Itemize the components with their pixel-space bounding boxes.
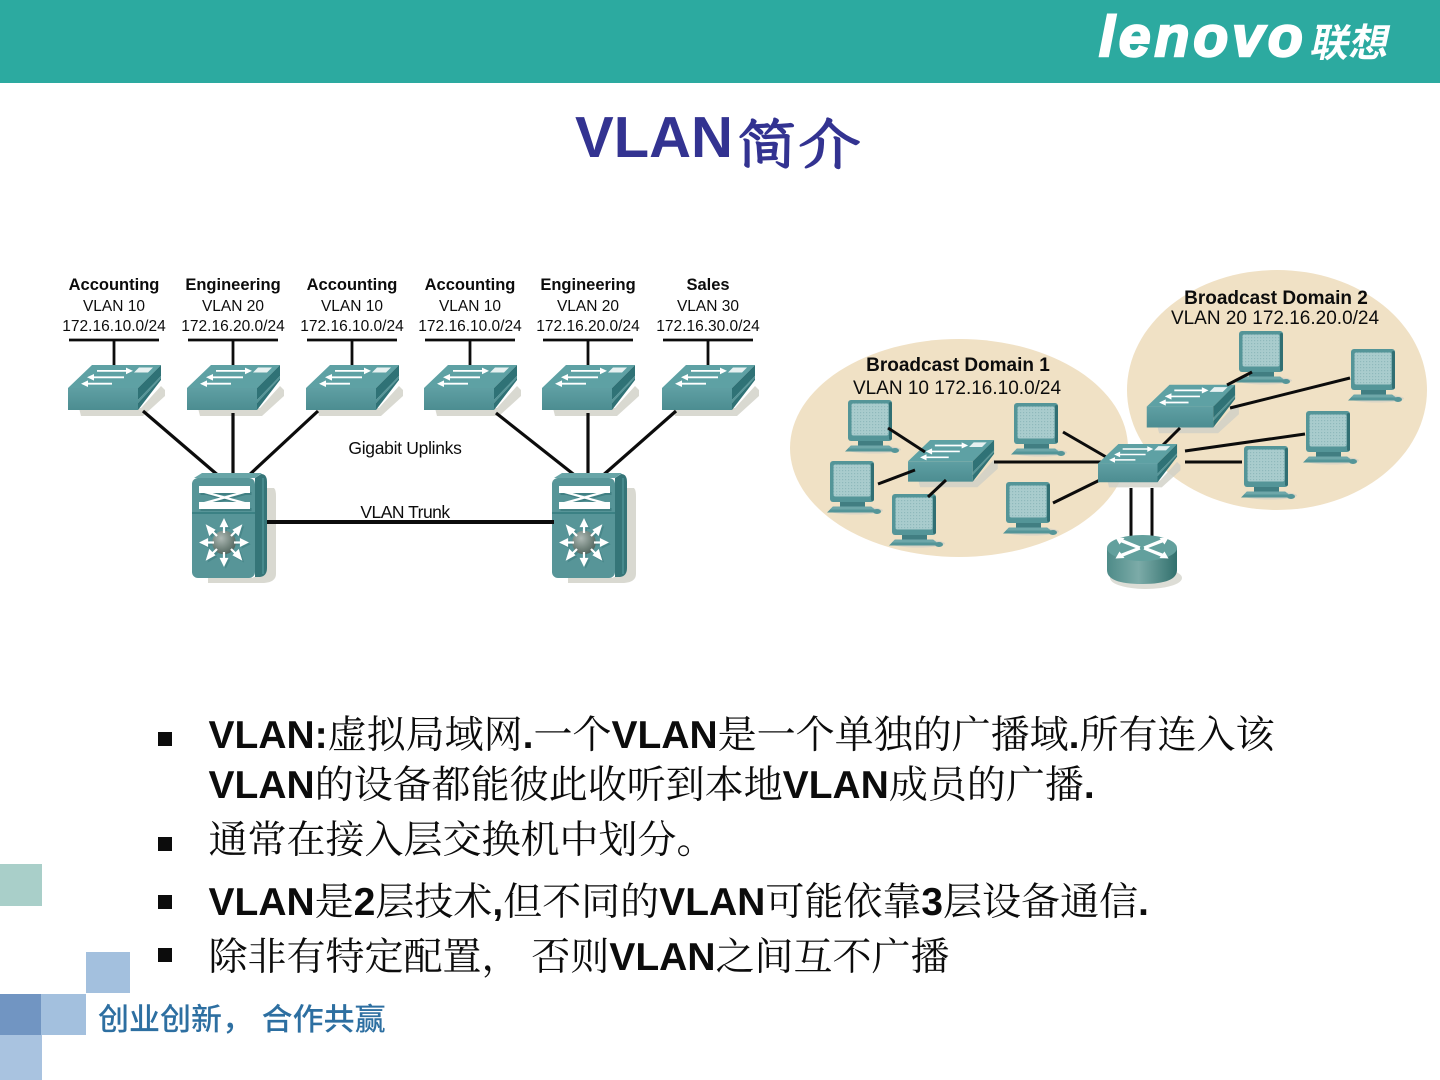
svg-text:172.16.10.0/24: 172.16.10.0/24 bbox=[418, 318, 522, 335]
svg-text:172.16.10.0/24: 172.16.10.0/24 bbox=[300, 318, 404, 335]
svg-text:VLAN 10: VLAN 10 bbox=[439, 298, 501, 315]
svg-text:VLAN 10: VLAN 10 bbox=[321, 298, 383, 315]
svg-text:172.16.30.0/24: 172.16.30.0/24 bbox=[656, 318, 760, 335]
svg-text:172.16.10.0/24: 172.16.10.0/24 bbox=[62, 318, 166, 335]
svg-text:Gigabit Uplinks: Gigabit Uplinks bbox=[348, 438, 462, 458]
svg-text:Accounting: Accounting bbox=[425, 276, 516, 294]
svg-text:VLAN 20 172.16.20.0/24: VLAN 20 172.16.20.0/24 bbox=[1171, 308, 1380, 329]
svg-text:VLAN Trunk: VLAN Trunk bbox=[360, 502, 450, 522]
svg-text:Sales: Sales bbox=[686, 276, 729, 294]
svg-text:Broadcast Domain 2: Broadcast Domain 2 bbox=[1184, 288, 1368, 309]
svg-text:VLAN 30: VLAN 30 bbox=[677, 298, 739, 315]
svg-text:Accounting: Accounting bbox=[307, 276, 398, 294]
svg-text:VLAN 10 172.16.10.0/24: VLAN 10 172.16.10.0/24 bbox=[853, 378, 1062, 399]
svg-text:172.16.20.0/24: 172.16.20.0/24 bbox=[181, 318, 285, 335]
svg-text:Accounting: Accounting bbox=[69, 276, 160, 294]
svg-text:Engineering: Engineering bbox=[185, 276, 280, 294]
svg-text:Engineering: Engineering bbox=[540, 276, 635, 294]
svg-text:172.16.20.0/24: 172.16.20.0/24 bbox=[536, 318, 640, 335]
svg-text:VLAN 10: VLAN 10 bbox=[83, 298, 145, 315]
svg-text:Broadcast Domain 1: Broadcast Domain 1 bbox=[866, 355, 1050, 376]
svg-text:VLAN 20: VLAN 20 bbox=[202, 298, 264, 315]
svg-text:VLAN 20: VLAN 20 bbox=[557, 298, 619, 315]
